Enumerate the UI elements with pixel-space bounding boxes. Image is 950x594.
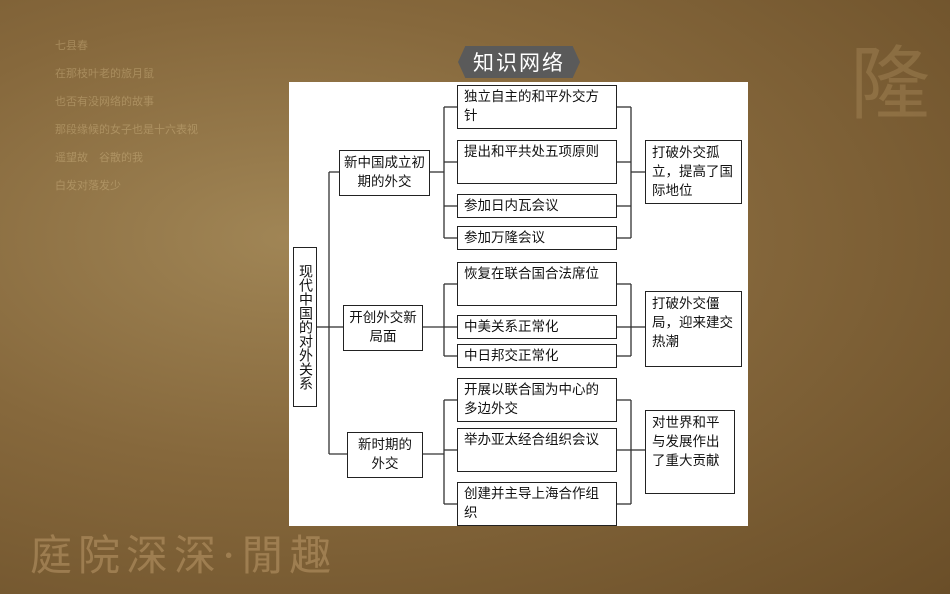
background-calligraphy: 庭院深深·閒趣 [30,531,338,580]
event-node: 创建并主导上海合作组织 [457,482,617,526]
connector-lines [317,106,645,505]
period-node-breakthrough: 开创外交新局面 [343,305,423,351]
event-node: 开展以联合国为中心的多边外交 [457,378,617,422]
period-node-early: 新中国成立初期的外交 [339,150,430,196]
period-node-new-era: 新时期的外交 [347,432,423,478]
poem-line: 在那枝叶老的旅月鼠 [55,67,154,80]
concept-map-panel: 现代中国的对外关系 新中国成立初期的外交 开创外交新局面 新时期的外交 独立自主… [289,82,748,526]
poem-line: 七县春 [55,39,88,52]
root-node: 现代中国的对外关系 [293,247,317,407]
section-title-badge: 知识网络 [458,46,580,78]
event-node: 参加万隆会议 [457,226,617,250]
background-seal: 隆 [850,38,930,131]
poem-line: 那段缘候的女子也是十六表视 [55,123,198,136]
background-poem: 七县春 在那枝叶老的旅月鼠 也否有没网络的故事 那段缘候的女子也是十六表视 遥望… [55,32,198,200]
event-node: 参加日内瓦会议 [457,194,617,218]
event-node: 恢复在联合国合法席位 [457,262,617,306]
event-node: 提出和平共处五项原则 [457,140,617,184]
result-node: 打破外交僵局，迎来建交热潮 [645,291,742,367]
poem-line: 白发对落发少 [55,179,121,192]
event-node: 举办亚太经合组织会议 [457,428,617,472]
event-node: 中美关系正常化 [457,315,617,339]
event-node: 独立自主的和平外交方针 [457,85,617,129]
poem-line: 遥望故 谷散的我 [55,151,143,164]
result-node: 对世界和平与发展作出了重大贡献 [645,410,735,494]
event-node: 中日邦交正常化 [457,344,617,368]
poem-line: 也否有没网络的故事 [55,95,154,108]
result-node: 打破外交孤立，提高了国际地位 [645,140,742,204]
